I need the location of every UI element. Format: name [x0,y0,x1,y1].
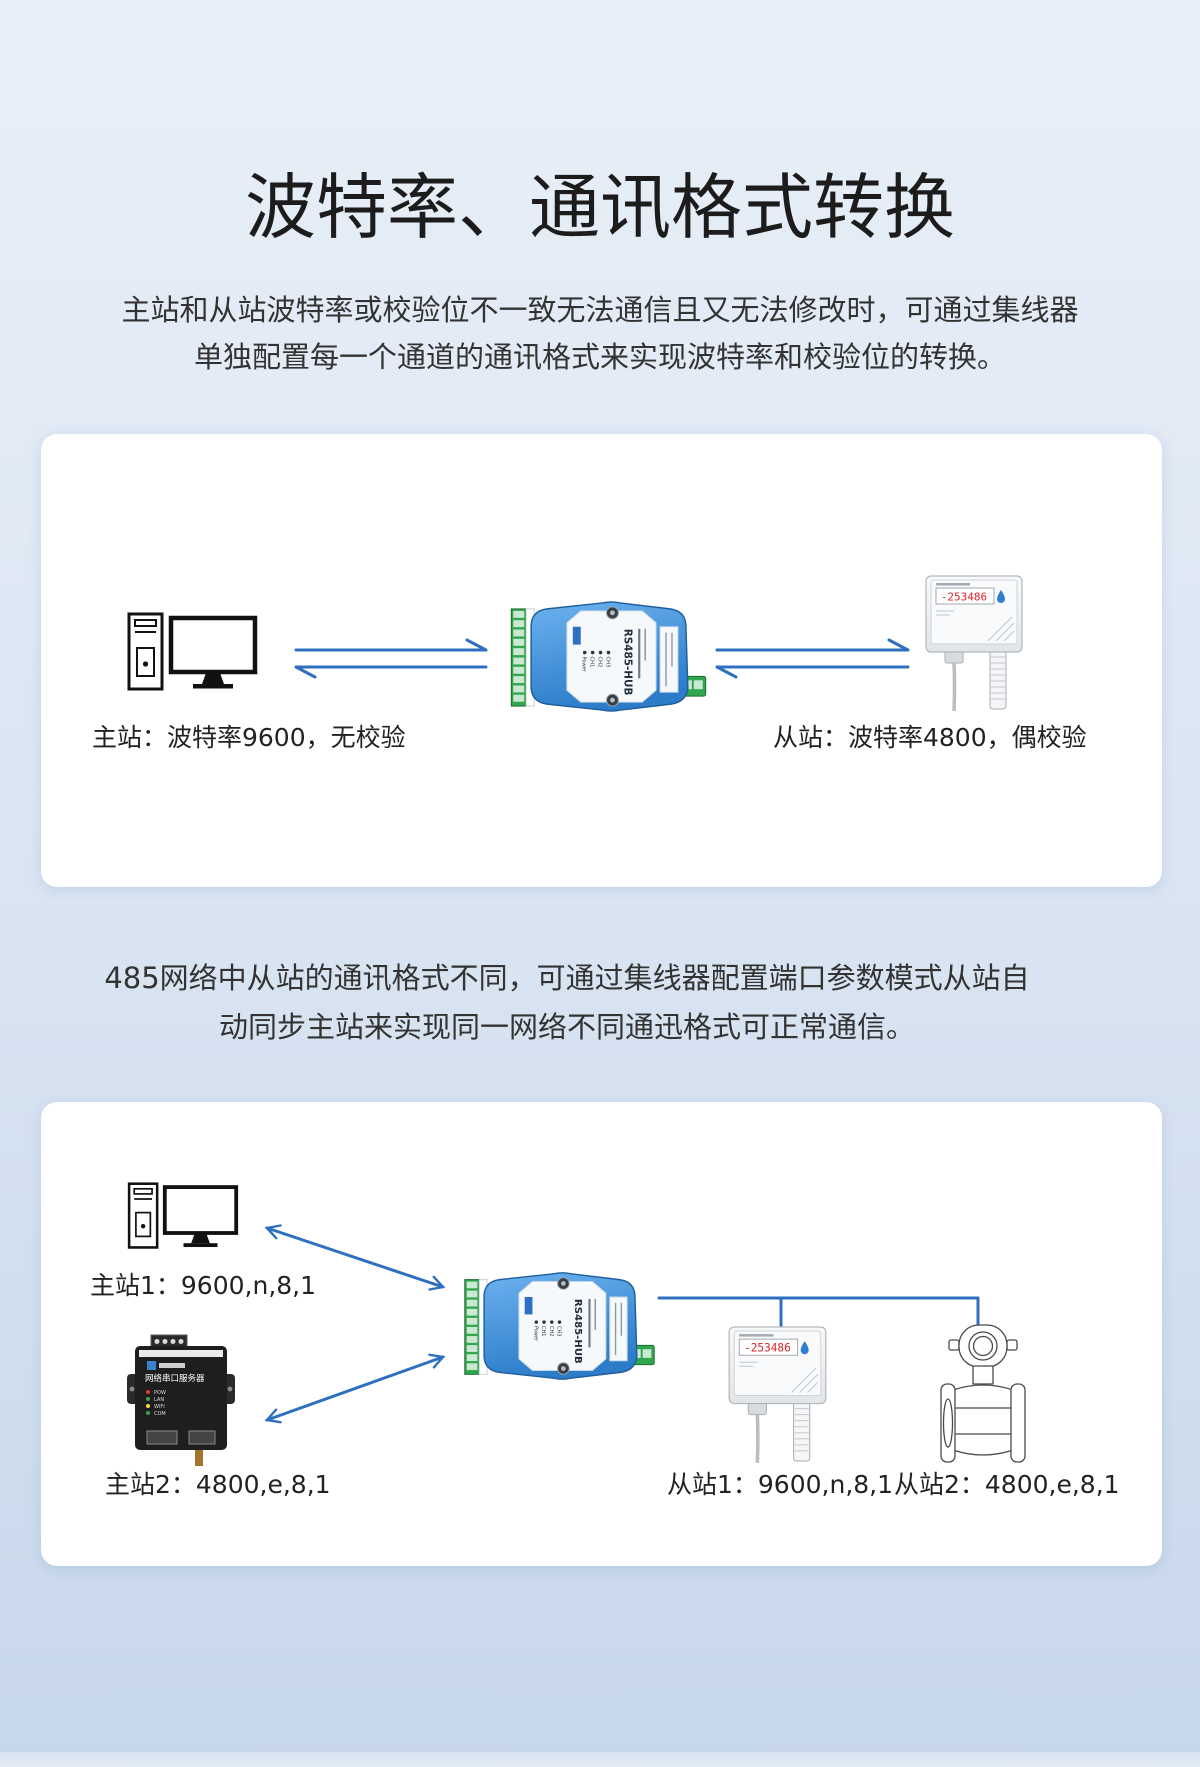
serial-server-icon: 网络串口服务器 POW LAN WIFI COM [127,1334,235,1466]
sensor-label-strip [739,1334,774,1337]
hub-led-label: Power [581,657,587,673]
flowmeter-body [952,1384,1014,1456]
slave1-sensor: -253486 [725,1324,832,1465]
master1-label: 主站1：9600,n,8,1 [90,1271,317,1300]
pc-monitor [168,615,258,689]
master-station-icon [127,612,259,692]
hub-logo [572,626,581,645]
rs485-hub-device-icon: Power CH1 CH2 CH3 RS485-HUB [464,1272,655,1380]
sensor-readout: -253486 [744,1342,791,1355]
sensor-label-strip [936,583,970,586]
desktop-computer-icon [127,1182,239,1249]
antenna-connector [195,1450,203,1466]
gateway-led-indicators: POW LAN WIFI COM [146,1390,166,1417]
hub-led-indicators: Power CH1 CH2 CH3 [581,650,611,673]
rs485-hub-device-icon: Power CH1 CH2 CH3 RS485-HUB [510,601,707,712]
scenario2-intro: 485网络中从站的通讯格式不同，可通过集线器配置端口参数模式从站自 动同步主站来… [0,954,1134,1052]
gateway-name: 网络串口服务器 [145,1373,205,1384]
page-title: 波特率、通讯格式转换 [244,166,955,249]
slave2-flowmeter [937,1322,1029,1467]
slave2-label: 从站2：4800,e,8,1 [894,1470,1120,1499]
subtitle-line: 主站和从站波特率或校验位不一致无法通信且又无法修改时，可通过集线器 [121,293,1079,327]
hub-logo [524,1297,533,1315]
hub-label-panel [518,1281,607,1371]
temperature-humidity-sensor-icon: -253486 [925,575,1023,712]
intro-line: 动同步主站来实现同一网络不同通迅格式可正常通信。 [218,1010,915,1044]
intro-line: 485网络中从站的通讯格式不同，可通过集线器配置端口参数模式从站自 [104,961,1030,995]
hub-side-label [659,626,679,693]
page-subtitle: 主站和从站波特率或校验位不一致无法通信且又无法修改时，可通过集线器 单独配置每一… [0,287,1200,381]
master1-station-icon [127,1182,240,1250]
pc-monitor [162,1185,239,1248]
flowmeter-icon [940,1324,1026,1463]
gateway-led-label: WIFI [154,1404,165,1410]
hub-led-label: CH1 [589,657,595,668]
temperature-humidity-sensor-icon: -253486 [728,1326,827,1464]
hub-led-label: CH3 [556,1326,562,1336]
water-drop-icon [997,590,1005,603]
gateway-logo [147,1361,156,1370]
slave-sensor: -253486 [922,573,1028,713]
flowmeter-neck [972,1365,994,1385]
sensor-vent-lines [936,610,1015,642]
gateway-ports [146,1430,216,1445]
master2-label: 主站2：4800,e,8,1 [105,1470,331,1499]
subtitle-line: 单独配置每一个通道的通讯格式来实现波特率和校验位的转换。 [193,340,1006,374]
gateway-body [135,1346,227,1450]
gateway-label-strip [139,1350,223,1357]
gateway-top-terminal [150,1334,188,1349]
sensor-display: -253486 [935,587,995,605]
gateway-led-label: COM [154,1411,166,1417]
gateway-logo-text [159,1363,185,1368]
water-drop-icon [800,1341,809,1355]
hub-screws [557,1277,570,1375]
hub-device: Power CH1 CH2 CH3 RS485-HUB [460,1268,659,1384]
master2-gateway: 网络串口服务器 POW LAN WIFI COM [127,1334,235,1466]
hub-led-label: CH2 [548,1326,554,1336]
hub-led-label: Power [532,1326,538,1342]
hub-led-label: CH1 [540,1326,546,1336]
master-label: 主站：波特率9600，无校验 [92,723,406,752]
desktop-computer-icon [127,612,258,691]
hub-label-panel [566,610,657,703]
gateway-led-label: POW [154,1390,166,1396]
hub-screws [606,606,619,707]
slave-label: 从站：波特率4800，偶校验 [773,723,1087,752]
bottom-band [0,1752,1200,1767]
sensor-display: -253486 [738,1338,799,1356]
hub-led-label: CH3 [605,657,611,668]
slave1-label: 从站1：9600,n,8,1 [667,1470,894,1499]
gateway-led-label: LAN [154,1397,164,1403]
hub-model-label: RS485-HUB [572,1299,583,1364]
hub-led-label: CH2 [597,657,603,668]
hub-side-label [609,1296,628,1362]
sensor-readout: -253486 [941,591,987,604]
hub-led-indicators: Power CH1 CH2 CH3 [532,1320,562,1342]
flowmeter-head [948,1324,1018,1368]
flowmeter-flange-right [1010,1383,1026,1463]
sensor-probes [944,648,1007,712]
sensor-probes [747,1400,811,1464]
hub-device: Power CH1 CH2 CH3 RS485-HUB [507,597,710,716]
sensor-vent-lines [739,1361,819,1393]
pc-tower [127,1182,159,1249]
flowmeter-pipe-opening [942,1398,954,1448]
hub-model-label: RS485-HUB [621,629,633,696]
pc-tower [127,612,164,691]
